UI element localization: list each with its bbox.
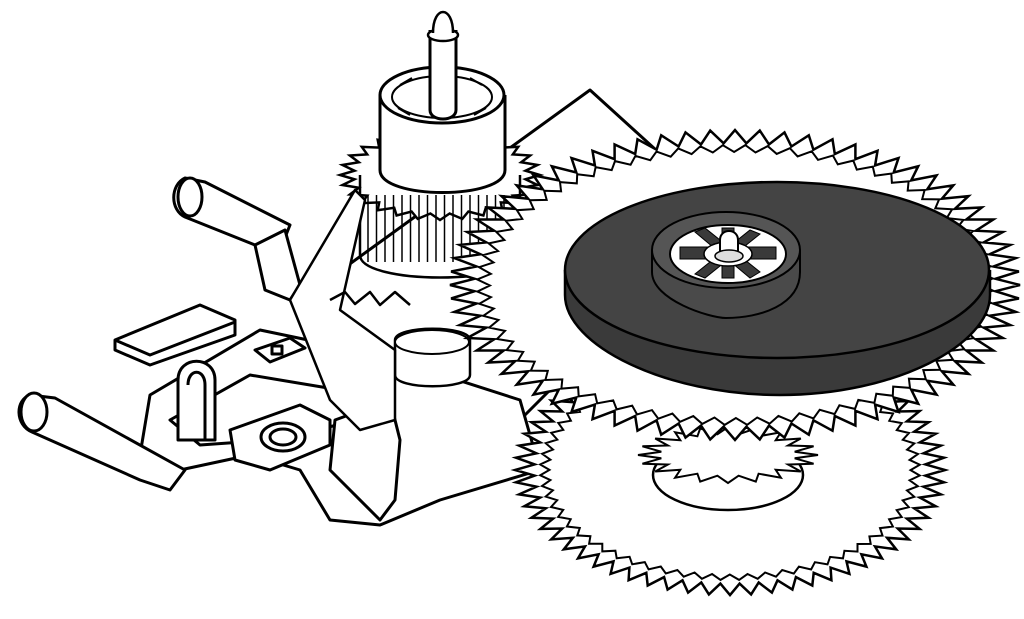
pinion-assembly xyxy=(335,11,545,388)
lower-rod-end xyxy=(19,391,49,433)
pad-block xyxy=(113,303,237,367)
upper-rod-bend xyxy=(253,228,302,302)
pad-block-top xyxy=(114,320,236,357)
upper-rod-end xyxy=(176,176,204,218)
small-chip-center xyxy=(270,344,284,356)
wedge-plate xyxy=(288,188,397,432)
lever-rods xyxy=(17,176,302,492)
wedge-teeth xyxy=(329,290,411,307)
lever-wedge xyxy=(288,188,411,432)
front-gear-teeth-inner xyxy=(474,143,996,427)
bracket-post xyxy=(176,336,332,472)
eyelet-hole-inner xyxy=(268,427,298,447)
spindle-tip xyxy=(431,11,455,34)
cup-notches xyxy=(397,77,487,116)
post-inner xyxy=(186,370,207,440)
spindle-shaft xyxy=(428,30,458,121)
spacer-gear-teeth xyxy=(637,425,819,485)
axle-base xyxy=(714,249,744,263)
front-gear xyxy=(449,128,1021,442)
pinion-collar-top xyxy=(394,329,470,355)
bracket-wall xyxy=(328,398,402,522)
